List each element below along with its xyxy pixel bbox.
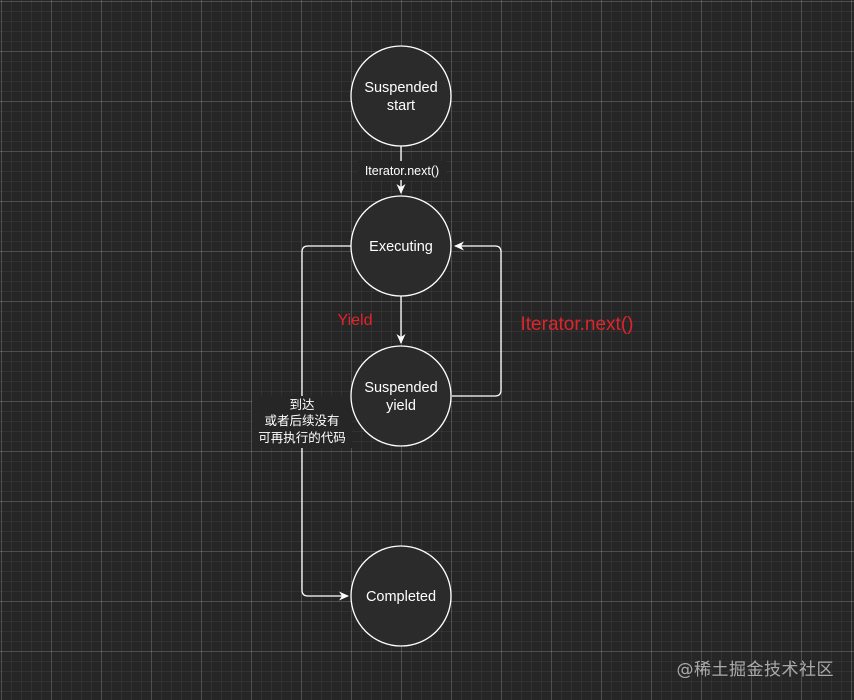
- watermark: @稀土掘金技术社区: [676, 660, 834, 680]
- node-label-line1: Suspended: [364, 380, 437, 396]
- node-label-line2: yield: [386, 398, 416, 414]
- node-label-line2: start: [387, 98, 415, 114]
- node-circle: [350, 345, 452, 447]
- node-label: Executing: [369, 239, 433, 255]
- edge-label-bg: [358, 161, 446, 180]
- edge-label-start-to-executing: Iterator.next(): [365, 164, 439, 178]
- node-executing[interactable]: Executing: [350, 195, 452, 297]
- node-suspended-start[interactable]: Suspended start: [350, 45, 452, 147]
- node-suspended-yield[interactable]: Suspended yield: [350, 345, 452, 447]
- edge-label-completed-line1: 到达: [289, 398, 315, 412]
- edge-label-completed-line3: 可再执行的代码: [258, 430, 346, 445]
- node-completed[interactable]: Completed: [350, 545, 452, 647]
- node-label: Completed: [366, 589, 436, 605]
- edge-label-next-loop: Iterator.next(): [521, 314, 634, 335]
- node-circle: [350, 195, 452, 297]
- node-circle: [350, 545, 452, 647]
- edge-label-completed-line2: 或者后续没有: [264, 413, 339, 428]
- edge-yield-to-executing: [452, 241, 502, 397]
- node-label-line1: Suspended: [364, 80, 437, 96]
- edge-label-yield: Yield: [338, 312, 373, 329]
- node-circle: [350, 45, 452, 147]
- edge-label-bg: [252, 396, 352, 448]
